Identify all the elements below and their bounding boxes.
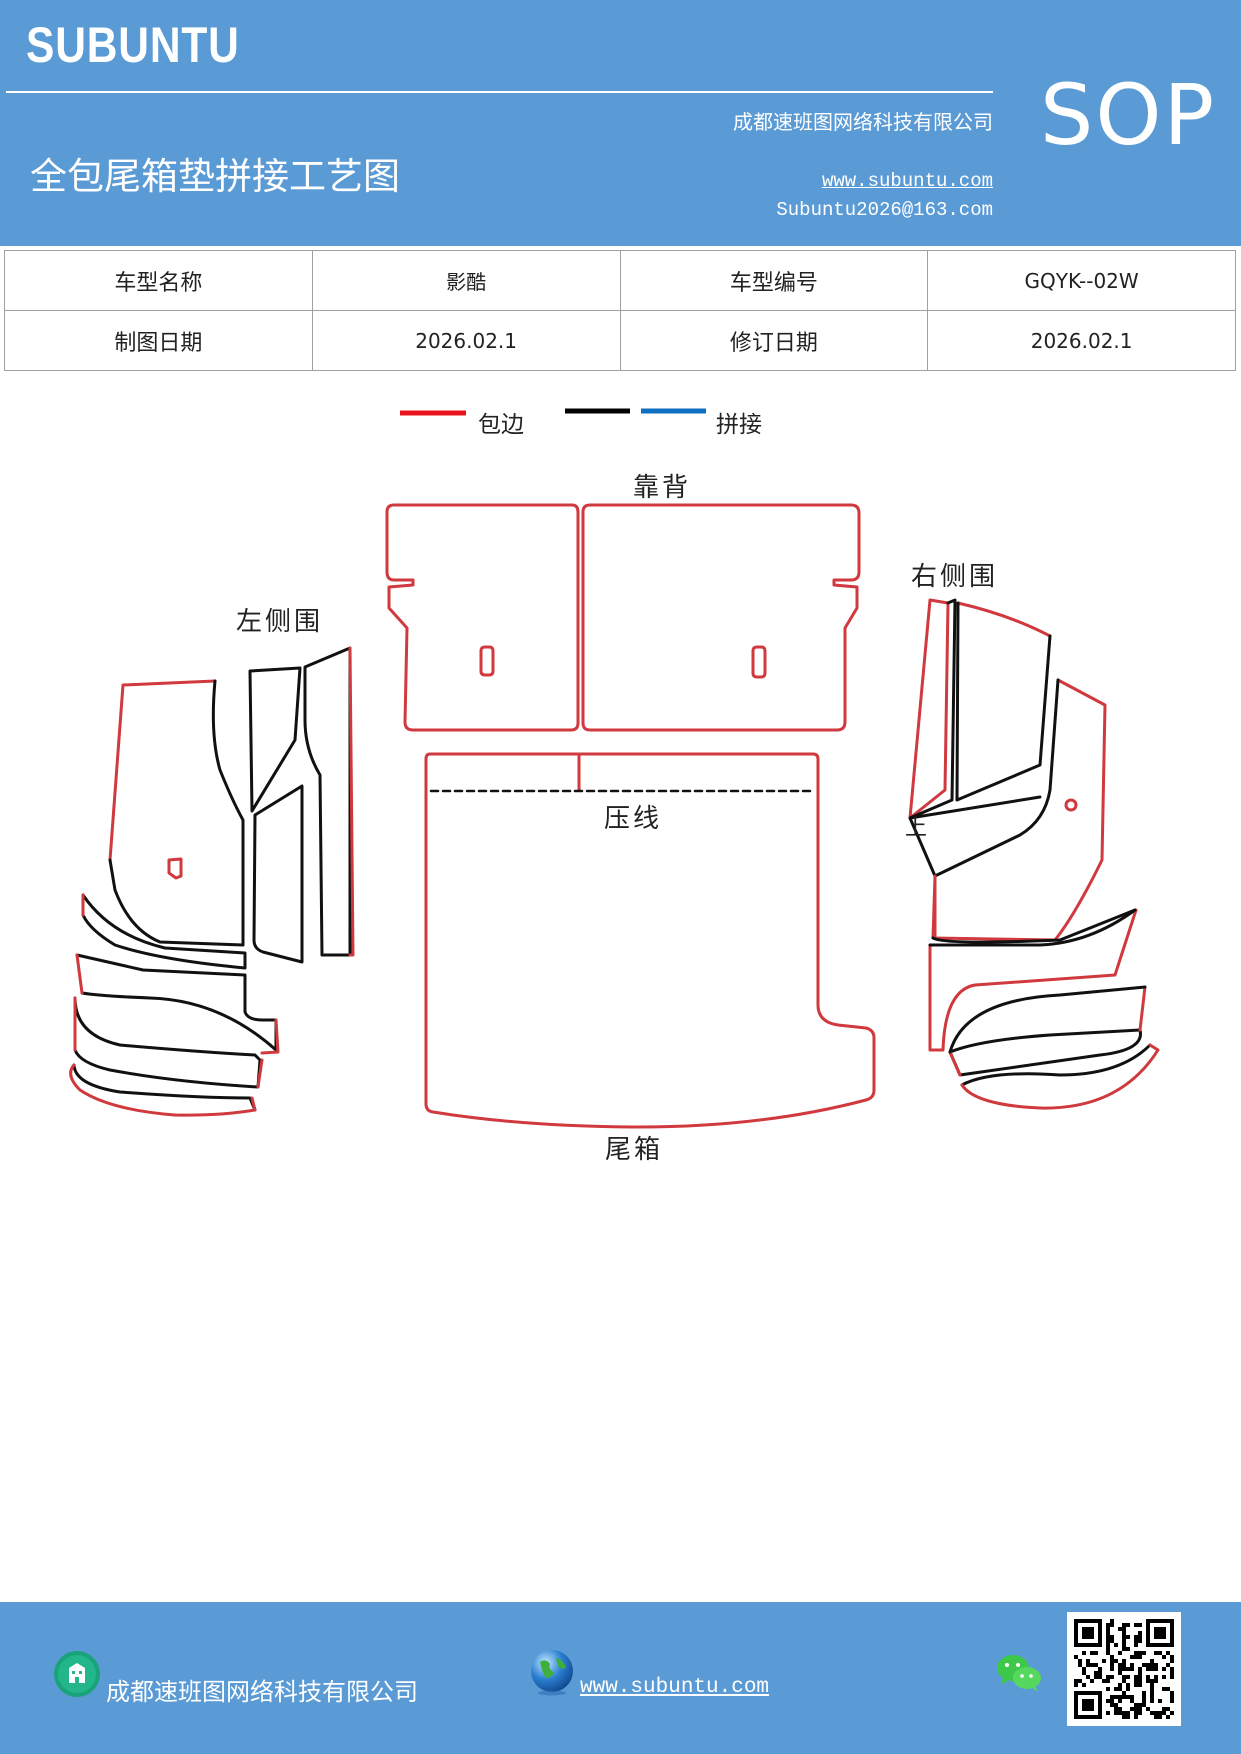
vehicle-info-table: 车型名称 影酷 车型编号 GQYK--02W 制图日期 2026.02.1 修订… [4,250,1236,371]
footer-company-name: 成都速班图网络科技有限公司 [106,1678,418,1706]
table-row: 车型名称 影酷 车型编号 GQYK--02W [4,250,1236,311]
legend-label-binding: 包边 [478,412,524,438]
press-line-label: 压线 [604,804,662,834]
trunk-mat-diagram: 上 靠背 左侧围 右侧围 压线 尾箱 [69,408,1160,1165]
left-side-arch-3 [73,996,262,1089]
right-side-arch-3-edge [960,1043,1160,1110]
model-name-value: 影酷 [311,250,621,311]
model-code-value: GQYK--02W [927,250,1236,311]
trunk-floor-panel [424,752,876,1129]
left-side-arch-2 [75,953,278,1052]
right-side-arch-1 [928,908,1138,1052]
right-side-front-strip-seam [908,598,957,820]
left-side-label: 左侧围 [236,607,323,637]
globe-icon [531,1650,573,1696]
right-side-arch-2-edge [948,985,1147,1077]
header-website-link[interactable]: www.subuntu.com [821,170,993,192]
right-side-arch-2 [948,1028,1142,1077]
header-divider [6,91,993,93]
revise-date-label: 修订日期 [619,310,929,371]
draw-date-label: 制图日期 [4,310,313,371]
qr-code [1067,1612,1181,1726]
page-footer: 成都速班图网络科技有限公司 www.subuntu.com [0,1602,1241,1754]
table-row: 制图日期 2026.02.1 修订日期 2026.02.1 [4,310,1236,371]
wechat-icon[interactable] [995,1652,1043,1694]
right-side-upper-panel [956,601,1052,638]
backrest-left-slot [479,645,495,677]
right-side-mark: 上 [905,816,927,841]
backrest-right-panel [581,503,861,732]
backrest-label: 靠背 [633,473,691,503]
left-side-right-strip [303,646,352,957]
trunk-label: 尾箱 [605,1135,663,1165]
left-side-arch-4-edge [69,1063,257,1117]
right-side-arch-3 [960,1043,1152,1087]
legend-label-splice: 拼接 [716,412,762,438]
left-side-right-strip-edge [348,646,355,957]
model-name-label: 车型名称 [4,250,313,311]
header-email[interactable]: Subuntu2026@163.com [776,199,993,221]
right-side-arch-2-inner [948,985,1147,1054]
left-side-middle-strip [248,666,302,813]
left-side-upper-panel [108,679,217,862]
left-side-lower-strip [252,784,304,964]
left-side-upper-panel-seam [108,679,245,947]
left-side-arch-4 [72,1063,257,1112]
left-side-small-hole [167,857,183,880]
brand-logo: SUBUNTU [26,17,240,73]
document-title: 全包尾箱垫拼接工艺图 [30,155,400,198]
header-company-name: 成都速班图网络科技有限公司 [733,110,993,134]
right-side-upper-panel-seam [955,601,1052,802]
page-header: SUBUNTU 成都速班图网络科技有限公司 全包尾箱垫拼接工艺图 www.sub… [0,0,1241,246]
right-side-label: 右侧围 [911,562,998,592]
backrest-left-panel [385,503,580,732]
revise-date-value: 2026.02.1 [927,310,1236,371]
footer-website-link[interactable]: www.subuntu.com [580,1676,770,1699]
right-side-front-strip [908,598,950,820]
right-side-hole [1064,798,1078,812]
right-side-arch-1-seam [928,908,1137,947]
backrest-right-slot [751,645,767,679]
left-side-arch-1 [81,893,247,970]
left-side-arch-3-edge [73,996,264,1089]
left-side-arch-2-edge [75,953,280,1055]
right-side-mid-panel-seam [908,678,1060,878]
building-icon [54,1651,100,1697]
sop-badge: SOP [1040,66,1217,164]
right-side-lower-seam [931,908,1137,944]
model-code-label: 车型编号 [619,250,929,311]
draw-date-value: 2026.02.1 [311,310,621,371]
